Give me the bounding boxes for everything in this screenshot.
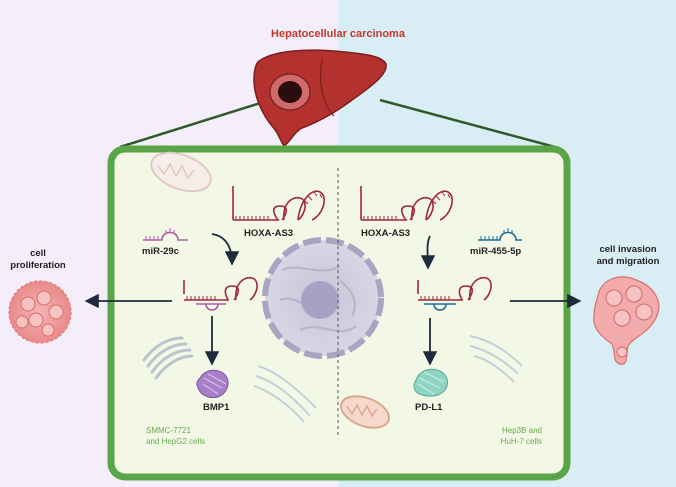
mitochondrion-icon-2 bbox=[340, 395, 390, 429]
label-pd-l1: PD-L1 bbox=[415, 402, 443, 413]
cell-line-text: HuH-7 cells bbox=[500, 437, 542, 446]
outcome-text: cell bbox=[30, 248, 46, 259]
endoplasmic-reticulum-icon bbox=[253, 365, 317, 423]
golgi-icon bbox=[142, 336, 194, 380]
protein-pd-l1-icon bbox=[413, 368, 448, 397]
cell-cluster-proliferation-icon bbox=[8, 280, 72, 344]
cell-lines-left: SMMC-7721 and HepG2 cells bbox=[146, 425, 205, 447]
arrow-curve-right bbox=[420, 235, 436, 270]
outcome-right: cell invasion and migration bbox=[586, 244, 670, 268]
mirna-mir-29c bbox=[143, 228, 188, 241]
lncrna-hoxa-as3-left bbox=[232, 186, 325, 221]
cell-lines-right: Hep3B and HuH-7 cells bbox=[490, 425, 542, 447]
cell-cluster-invasion-icon bbox=[593, 276, 660, 365]
outcome-text: proliferation bbox=[10, 260, 66, 271]
liver-icon bbox=[253, 49, 387, 148]
protein-bmp1-icon bbox=[196, 369, 229, 399]
mirna-mir-455-5p bbox=[478, 228, 522, 241]
nucleus bbox=[262, 237, 384, 359]
label-hoxa-as3-left: HOXA-AS3 bbox=[244, 228, 294, 239]
arrow-curve-left bbox=[211, 233, 240, 266]
cell-line-text: SMMC-7721 bbox=[146, 426, 191, 435]
figure-title: Hepatocellular carcinoma bbox=[271, 28, 405, 40]
outcome-left: cell proliferation bbox=[6, 248, 70, 272]
cell-line-text: and HepG2 cells bbox=[146, 437, 206, 446]
outcome-text: cell invasion bbox=[599, 244, 657, 255]
label-mir-29c: miR-29c bbox=[142, 246, 179, 257]
label-hoxa-as3-right: HOXA-AS3 bbox=[361, 228, 411, 239]
complex-lncrna-mirna-right bbox=[417, 276, 492, 311]
endoplasmic-reticulum-icon-2 bbox=[469, 335, 523, 383]
mitochondrion-icon bbox=[150, 151, 212, 193]
zoom-lines bbox=[119, 98, 556, 149]
label-mir-455-5p: miR-455-5p bbox=[470, 246, 522, 257]
lncrna-hoxa-as3-right bbox=[360, 186, 453, 221]
cell-line-text: Hep3B and bbox=[501, 426, 542, 435]
label-bmp1: BMP1 bbox=[203, 402, 230, 413]
complex-lncrna-mirna-left bbox=[183, 276, 258, 311]
outcome-text: and migration bbox=[596, 256, 660, 267]
